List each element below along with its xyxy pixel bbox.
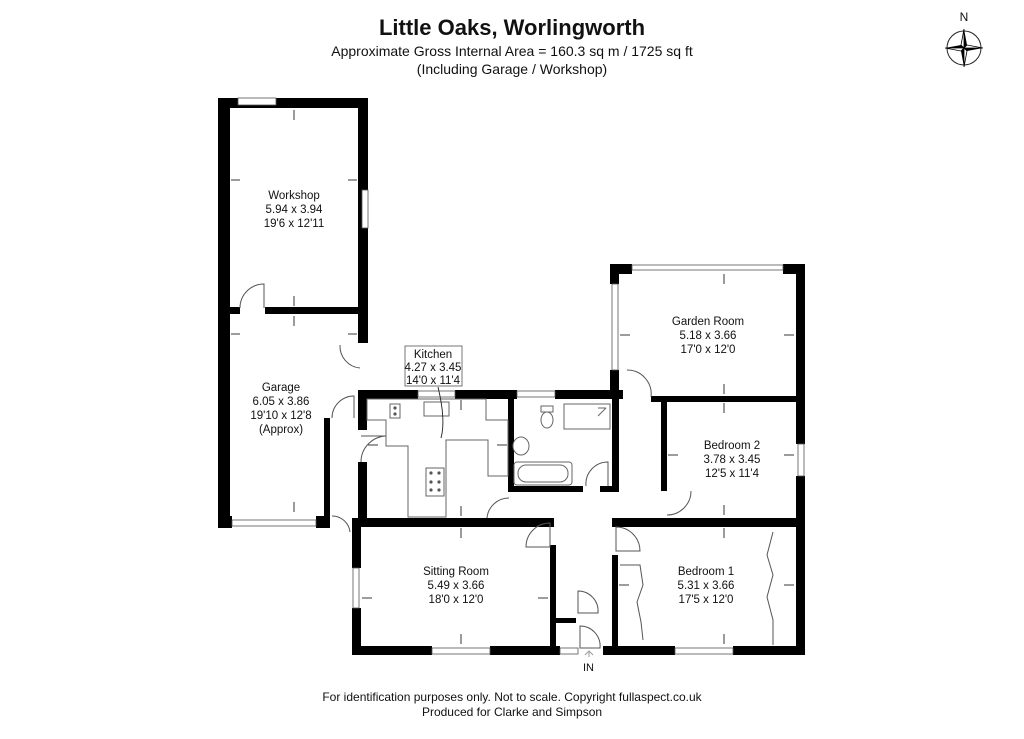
north-label: N xyxy=(959,10,969,24)
basin xyxy=(512,436,530,456)
svg-text:3.78 x 3.45: 3.78 x 3.45 xyxy=(704,454,761,466)
workshop-door xyxy=(239,283,265,309)
svg-text:5.31 x 3.66: 5.31 x 3.66 xyxy=(678,580,735,592)
room-label-kitchen: Kitchen 4.27 x 3.45 14'0 x 11'4 xyxy=(405,349,462,387)
room-label-bedroom1: Bedroom 1 5.31 x 3.66 17'5 x 12'0 xyxy=(678,566,735,606)
house-walls xyxy=(352,264,805,655)
garage-inner-door xyxy=(331,395,355,419)
bathroom-window xyxy=(516,390,556,398)
svg-text:Workshop: Workshop xyxy=(268,190,320,202)
kitchen-leader-line xyxy=(437,386,444,439)
plan-header: Little Oaks, Worlingworth Approximate Gr… xyxy=(0,14,1024,78)
dimension-arrows xyxy=(231,110,794,644)
svg-text:19'10 x 12'8: 19'10 x 12'8 xyxy=(250,410,311,422)
entrance-arrow-icon xyxy=(584,650,594,657)
kitchen-fittings xyxy=(366,398,509,518)
kitchen-hall-door xyxy=(486,497,510,519)
sitting-room-window xyxy=(431,647,491,655)
svg-text:Kitchen: Kitchen xyxy=(414,349,452,361)
entrance-label: IN xyxy=(583,662,594,674)
produced-for: Produced for Clarke and Simpson xyxy=(421,705,603,719)
bathroom-fittings xyxy=(512,403,611,486)
porch-window-left xyxy=(559,647,579,655)
svg-text:17'5 x 12'0: 17'5 x 12'0 xyxy=(679,594,734,606)
bedroom2-window xyxy=(797,443,805,477)
svg-text:Bedroom 2: Bedroom 2 xyxy=(704,440,760,452)
property-title: Little Oaks, Worlingworth xyxy=(378,15,646,40)
room-label-sitting-room: Sitting Room 5.49 x 3.66 18'0 x 12'0 xyxy=(423,566,489,606)
svg-text:6.05 x 3.86: 6.05 x 3.86 xyxy=(253,396,310,408)
compass: N xyxy=(944,10,984,74)
svg-text:12'5 x 11'4: 12'5 x 11'4 xyxy=(705,468,760,480)
area-note: (Including Garage / Workshop) xyxy=(416,61,608,77)
room-label-bedroom2: Bedroom 2 3.78 x 3.45 12'5 x 11'4 xyxy=(704,440,761,480)
garage-door xyxy=(231,519,317,527)
svg-text:5.18 x 3.66: 5.18 x 3.66 xyxy=(680,330,737,342)
svg-text:4.27 x 3.45: 4.27 x 3.45 xyxy=(405,362,462,374)
room-label-garden-room: Garden Room 5.18 x 3.66 17'0 x 12'0 xyxy=(672,316,744,356)
gross-area: Approximate Gross Internal Area = 160.3 … xyxy=(331,43,693,59)
room-label-garage: Garage 6.05 x 3.86 19'10 x 12'8 (Approx) xyxy=(250,382,311,436)
side-door xyxy=(331,515,351,533)
svg-text:17'0 x 12'0: 17'0 x 12'0 xyxy=(681,344,736,356)
disclaimer: For identification purposes only. Not to… xyxy=(322,690,702,704)
plan-footer: For identification purposes only. Not to… xyxy=(0,690,1024,720)
room-label-workshop: Workshop 5.94 x 3.94 19'6 x 12'11 xyxy=(264,190,324,230)
compass-rose-icon xyxy=(944,28,984,68)
svg-text:14'0 x 11'4: 14'0 x 11'4 xyxy=(406,375,461,387)
bedroom1-wardrobe-right xyxy=(766,531,774,645)
kitchen-window xyxy=(417,390,456,398)
svg-text:(Approx): (Approx) xyxy=(259,424,303,436)
front-door xyxy=(579,625,601,649)
sitting-room-side-window xyxy=(352,567,360,609)
workshop-side-window xyxy=(361,189,369,229)
bedroom2-door xyxy=(666,490,692,516)
garden-room-sliding-doors xyxy=(631,264,784,271)
svg-text:Bedroom 1: Bedroom 1 xyxy=(678,566,734,578)
workshop-garage-walls xyxy=(218,98,368,528)
sitting-room-door xyxy=(525,522,551,548)
svg-text:Sitting Room: Sitting Room xyxy=(423,566,489,578)
porch-inner-door xyxy=(577,590,599,614)
bedroom1-cupboard-left xyxy=(620,564,644,641)
workshop-window xyxy=(237,97,277,106)
garden-room-door xyxy=(626,369,652,398)
svg-text:5.49 x 3.66: 5.49 x 3.66 xyxy=(428,580,485,592)
toilet xyxy=(540,411,554,429)
garage-rear-door xyxy=(339,344,361,369)
kitchen-side-door xyxy=(360,435,388,463)
kitchen-label-box xyxy=(404,345,463,387)
svg-text:Garage: Garage xyxy=(262,382,300,394)
bedroom1-window xyxy=(674,647,734,655)
svg-text:5.94 x 3.94: 5.94 x 3.94 xyxy=(266,204,324,216)
svg-text:Garden Room: Garden Room xyxy=(672,316,744,328)
bedroom1-door xyxy=(615,526,641,552)
bathroom-door xyxy=(585,461,609,487)
svg-text:19'6 x 12'11: 19'6 x 12'11 xyxy=(264,218,324,230)
svg-text:18'0 x 12'0: 18'0 x 12'0 xyxy=(429,594,484,606)
garden-room-side-window xyxy=(611,283,619,371)
